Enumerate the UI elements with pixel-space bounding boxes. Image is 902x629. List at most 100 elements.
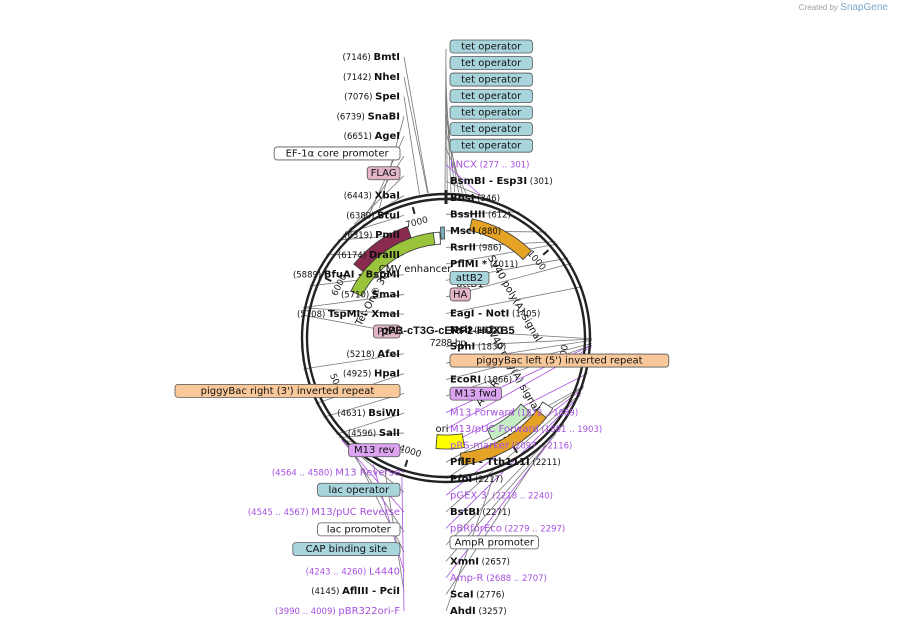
feature-arc <box>435 433 465 450</box>
feature-label: (5889) BfuAI - BspMI <box>293 270 400 281</box>
tick-mark <box>512 446 519 454</box>
feature-box <box>449 271 490 285</box>
feature-box-label: M13 fwd <box>454 389 496 400</box>
feature-box-label: FLAG <box>371 168 397 179</box>
label-leader-line <box>445 180 484 198</box>
feature-label: (4925) HpaI <box>343 369 400 380</box>
feature-label: BssHII (612) <box>450 209 511 220</box>
feature-box <box>348 443 401 458</box>
feature-label: tet operator <box>449 56 533 70</box>
primer-label: pGEX 3' (2218 .. 2240) <box>450 490 553 501</box>
enzyme-label: (6174) DraIII <box>338 250 400 261</box>
feature-label: (6739) SnaBI <box>337 111 400 122</box>
feature-label: HA <box>449 287 471 302</box>
feature-label: (7146) BmtI <box>342 52 400 63</box>
feature-label: pGEX 3' (2218 .. 2240) <box>450 490 553 501</box>
feature-label: MscI (880) <box>450 226 501 237</box>
feature-label: tet operator <box>449 105 533 120</box>
feature-box-label: P2A <box>377 327 396 338</box>
label-leader-line <box>445 444 546 595</box>
feature-label: (4631) BsiWI <box>337 408 400 419</box>
feature-arc <box>440 226 445 240</box>
feature-box-label: HA <box>453 289 468 300</box>
feature-box <box>317 522 401 537</box>
label-leader-line <box>303 307 405 315</box>
feature-box-label: tet operator <box>461 141 522 152</box>
enzyme-label: (6380) StuI <box>346 210 400 221</box>
feature-label: pRS-marker (2097 .. 2116) <box>450 441 572 452</box>
label-leader-line <box>445 164 483 197</box>
enzyme-label: (6739) SnaBI <box>337 111 400 122</box>
enzyme-label: BbsI (346) <box>450 193 500 204</box>
tick-label: 4000 <box>397 444 422 461</box>
feature-label: (5710) SmaI <box>341 289 400 300</box>
label-leader-line <box>379 116 405 209</box>
feature-label: M13 rev <box>348 443 401 458</box>
enzyme-label: EcoRI (1866) <box>450 375 512 386</box>
label-leader-line <box>445 338 593 347</box>
feature-label: (4243 .. 4260) L4440 <box>306 566 400 577</box>
label-leader-line <box>353 175 405 225</box>
feature-box-label: EF-1α core promoter <box>286 148 390 159</box>
feature-box-label: tet operator <box>461 108 522 119</box>
feature-label: SphI (1830) <box>450 342 506 353</box>
feature-box-label: CAP binding site <box>306 544 388 555</box>
feature-label: PflMI * (1011) <box>450 259 518 270</box>
enzyme-label: (6319) PmlI <box>344 230 400 241</box>
feature-label: pBRforEco (2279 .. 2297) <box>450 523 565 534</box>
label-leader-line <box>445 394 581 529</box>
primer-label: M13 Forward (1872 .. 1889) <box>450 408 578 419</box>
enzyme-label: (4596) SalI <box>348 428 400 439</box>
feature-box-label: tet operator <box>461 91 522 102</box>
feature-label: attB2 <box>449 271 490 285</box>
label-leader-line <box>445 241 556 248</box>
feature-box-label: AmpR promoter <box>455 537 535 548</box>
label-leader-line <box>445 286 583 314</box>
label-leader-line <box>364 155 405 218</box>
feature-label: piggyBac left (5') inverted repeat <box>449 353 670 368</box>
feature-label: (4596) SalI <box>348 428 400 439</box>
feature-label: M13 fwd <box>449 386 502 401</box>
primer-label: pRS-marker (2097 .. 2116) <box>450 441 572 452</box>
primer-label: (3990 .. 4009) pBR322ori-F <box>275 606 400 617</box>
label-leader-line <box>303 353 405 370</box>
feature-box <box>449 535 539 550</box>
arc-feature-label: ori <box>435 424 448 435</box>
feature-box-label: lac operator <box>329 485 390 496</box>
feature-box <box>449 89 533 103</box>
feature-label: (7142) NheI <box>343 72 400 83</box>
feature-label: tet operator <box>449 39 533 54</box>
enzyme-label: (5218) AfeI <box>346 349 400 360</box>
feature-label: BsmBI - Esp3I (301) <box>450 176 553 187</box>
feature-label: (3990 .. 4009) pBR322ori-F <box>275 606 400 617</box>
feature-box-label: tet operator <box>461 75 522 86</box>
feature-box <box>449 56 533 70</box>
label-leader-line <box>403 76 429 194</box>
feature-label: tet operator <box>449 138 533 153</box>
feature-arc <box>350 232 436 297</box>
enzyme-label: BstBI (2271) <box>450 507 511 518</box>
enzyme-label: PflMI * (1011) <box>450 259 518 270</box>
enzyme-label: ScaI (2776) <box>450 589 505 600</box>
enzyme-label: (7076) SpeI <box>344 92 400 103</box>
enzyme-label: PflFI - Tth111I (2211) <box>450 457 561 468</box>
label-leader-line <box>445 329 593 340</box>
feature-label: (6651) AgeI <box>344 131 400 142</box>
feature-label: lac promoter <box>317 522 401 537</box>
enzyme-label: (4631) BsiWI <box>337 408 400 419</box>
label-leader-line <box>403 56 429 194</box>
feature-label: EcoRI (1866) <box>450 375 512 386</box>
feature-label: EagI - NotI (1405) <box>450 308 540 319</box>
feature-label: PflFI - Tth111I (2211) <box>450 457 561 468</box>
feature-box <box>449 72 533 87</box>
feature-box-label: lac promoter <box>327 524 392 535</box>
feature-label: CAP binding site <box>292 542 401 557</box>
feature-box <box>449 287 471 302</box>
feature-label: tet operator <box>449 122 533 137</box>
feature-label: BstBI (2271) <box>450 507 511 518</box>
feature-label: BbsI (346) <box>450 193 500 204</box>
feature-box <box>372 324 401 339</box>
label-leader-line <box>445 392 582 513</box>
primer-label: pBRforEco (2279 .. 2297) <box>450 523 565 534</box>
feature-label: tet operator <box>449 89 533 103</box>
